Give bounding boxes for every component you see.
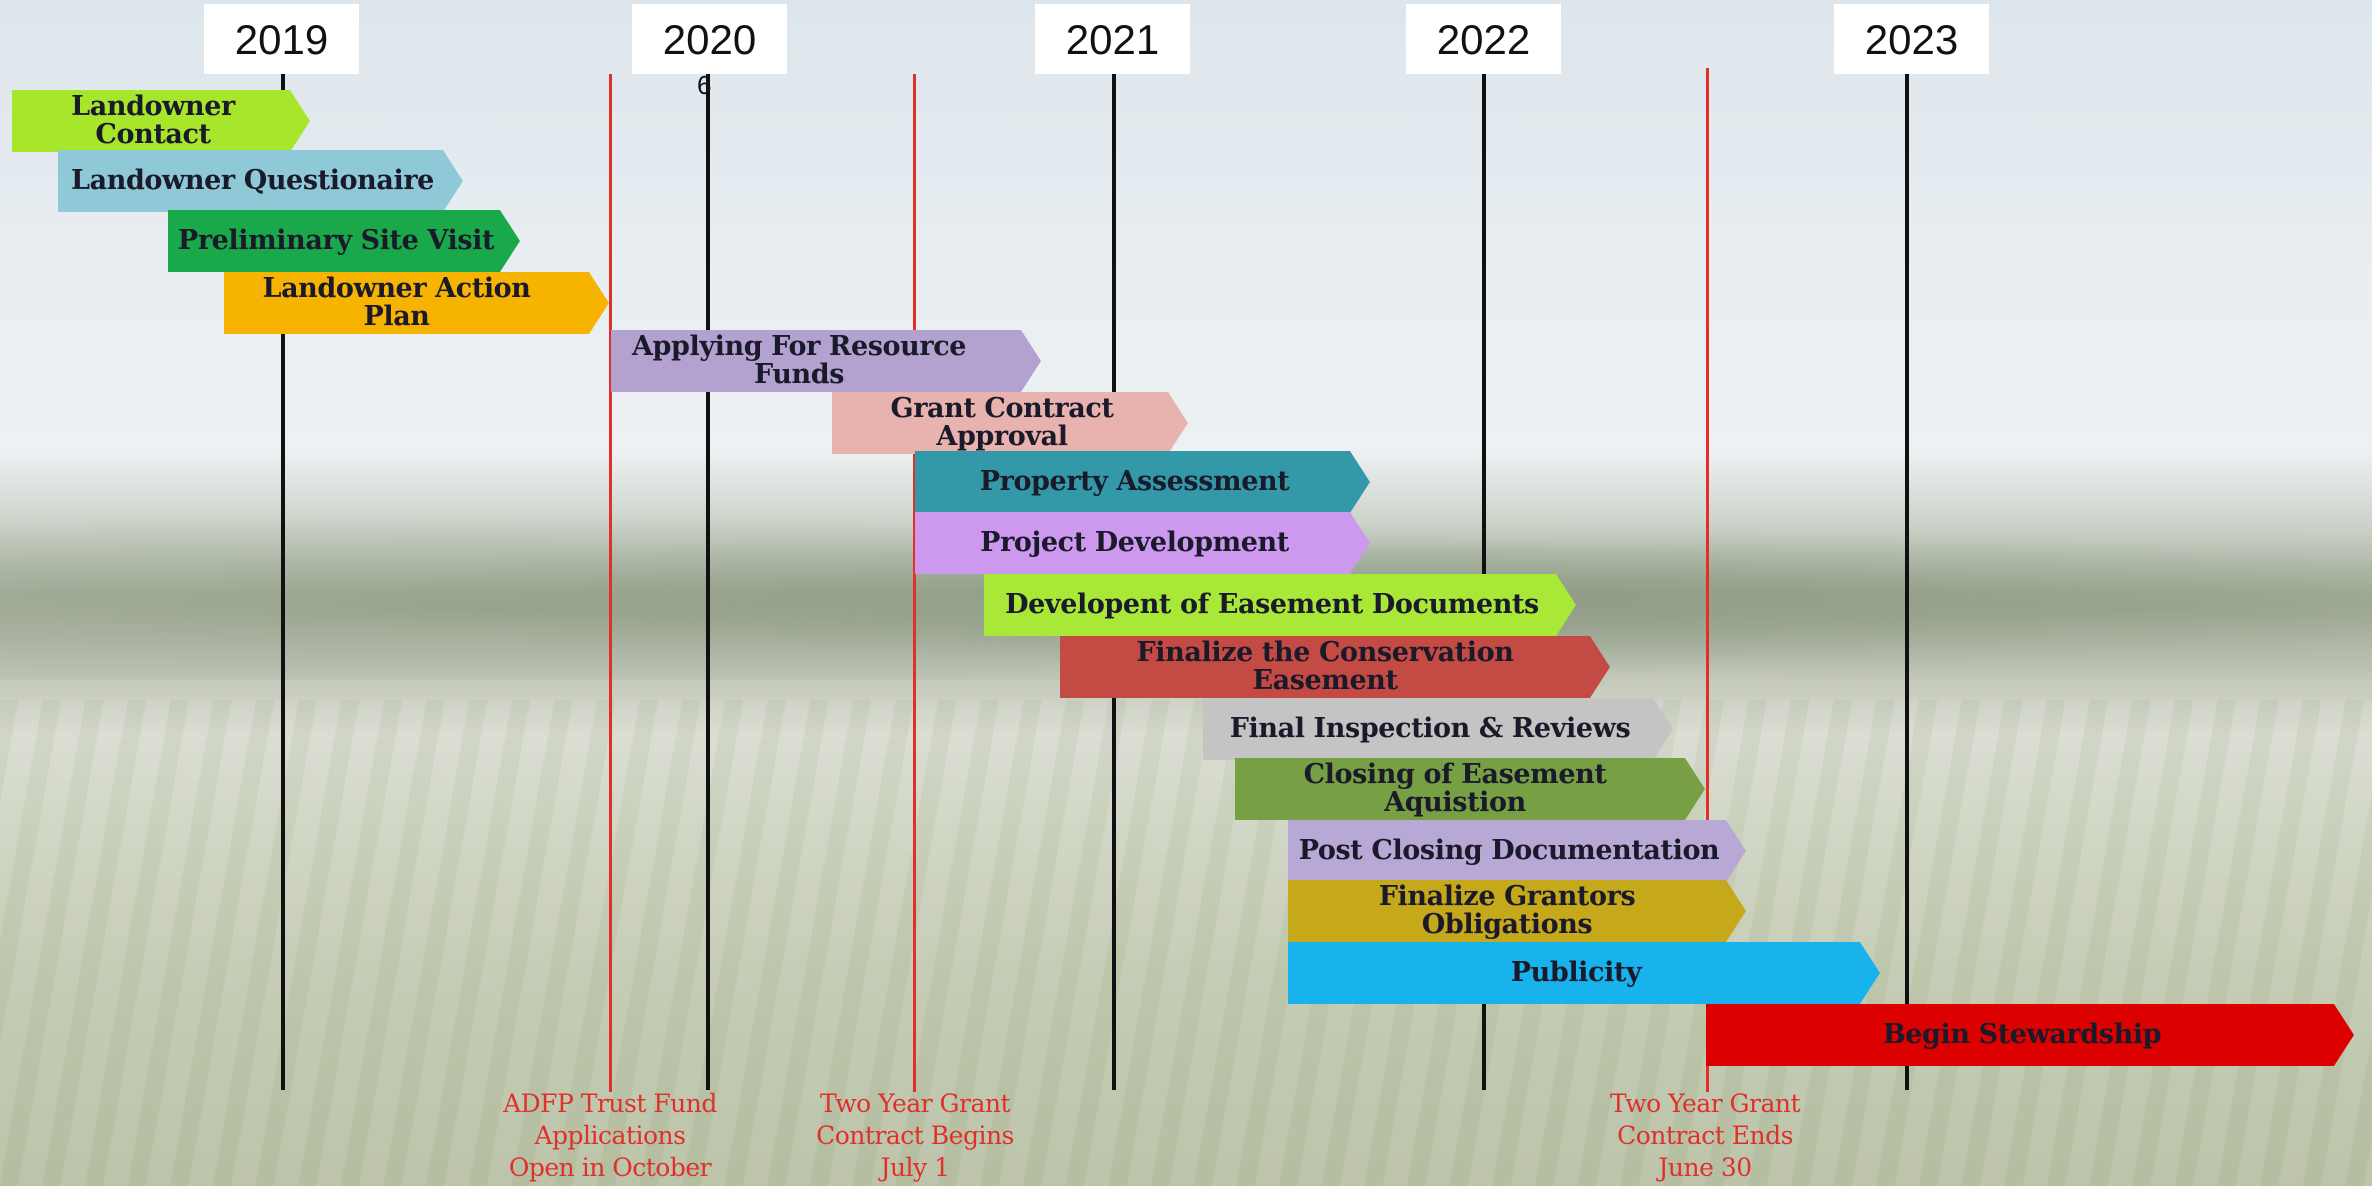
background-field (0, 700, 2372, 1186)
task-applying-for-resource-funds: Applying For Resource Funds (611, 330, 1041, 392)
task-final-inspection-reviews: Final Inspection & Reviews (1203, 698, 1673, 760)
task-project-development: Project Development (915, 512, 1370, 574)
year-label-2023: 2023 (1834, 4, 1989, 74)
milestone-note-contract-begins: Two Year Grant Contract Begins July 1 (816, 1089, 1014, 1182)
task-developent-of-easement-documents: Developent of Easement Documents (984, 574, 1576, 636)
year-line-2019 (281, 74, 285, 1090)
task-post-closing-documentation: Post Closing Documentation (1288, 820, 1746, 882)
task-publicity: Publicity (1288, 942, 1880, 1004)
stray-mark: 6 (697, 70, 712, 100)
task-preliminary-site-visit: Preliminary Site Visit (168, 210, 520, 272)
task-landowner-contact: Landowner Contact (12, 90, 310, 152)
task-finalize-the-conservation-easement: Finalize the Conservation Easement (1060, 636, 1610, 698)
task-closing-of-easement-aquistion: Closing of Easement Aquistion (1235, 758, 1705, 820)
task-finalize-grantors-obligations: Finalize Grantors Obligations (1288, 880, 1746, 942)
year-line-2020 (706, 74, 710, 1090)
milestone-note-trust-fund: ADFP Trust Fund Applications Open in Oct… (503, 1089, 717, 1182)
task-landowner-action-plan: Landowner Action Plan (224, 272, 609, 334)
year-label-2020: 2020 (632, 4, 787, 74)
task-property-assessment: Property Assessment (915, 451, 1370, 513)
milestone-line-trust-fund (609, 74, 612, 1092)
year-line-2023 (1905, 74, 1909, 1090)
task-begin-stewardship: Begin Stewardship (1706, 1004, 2354, 1066)
year-label-2021: 2021 (1035, 4, 1190, 74)
task-grant-contract-approval: Grant Contract Approval (832, 392, 1188, 454)
task-landowner-questionaire: Landowner Questionaire (58, 150, 463, 212)
milestone-note-contract-ends: Two Year Grant Contract Ends June 30 (1609, 1089, 1801, 1182)
year-label-2019: 2019 (204, 4, 359, 74)
year-label-2022: 2022 (1406, 4, 1561, 74)
milestone-line-contract-begins (913, 74, 916, 1092)
milestone-line-contract-ends (1706, 68, 1709, 1092)
